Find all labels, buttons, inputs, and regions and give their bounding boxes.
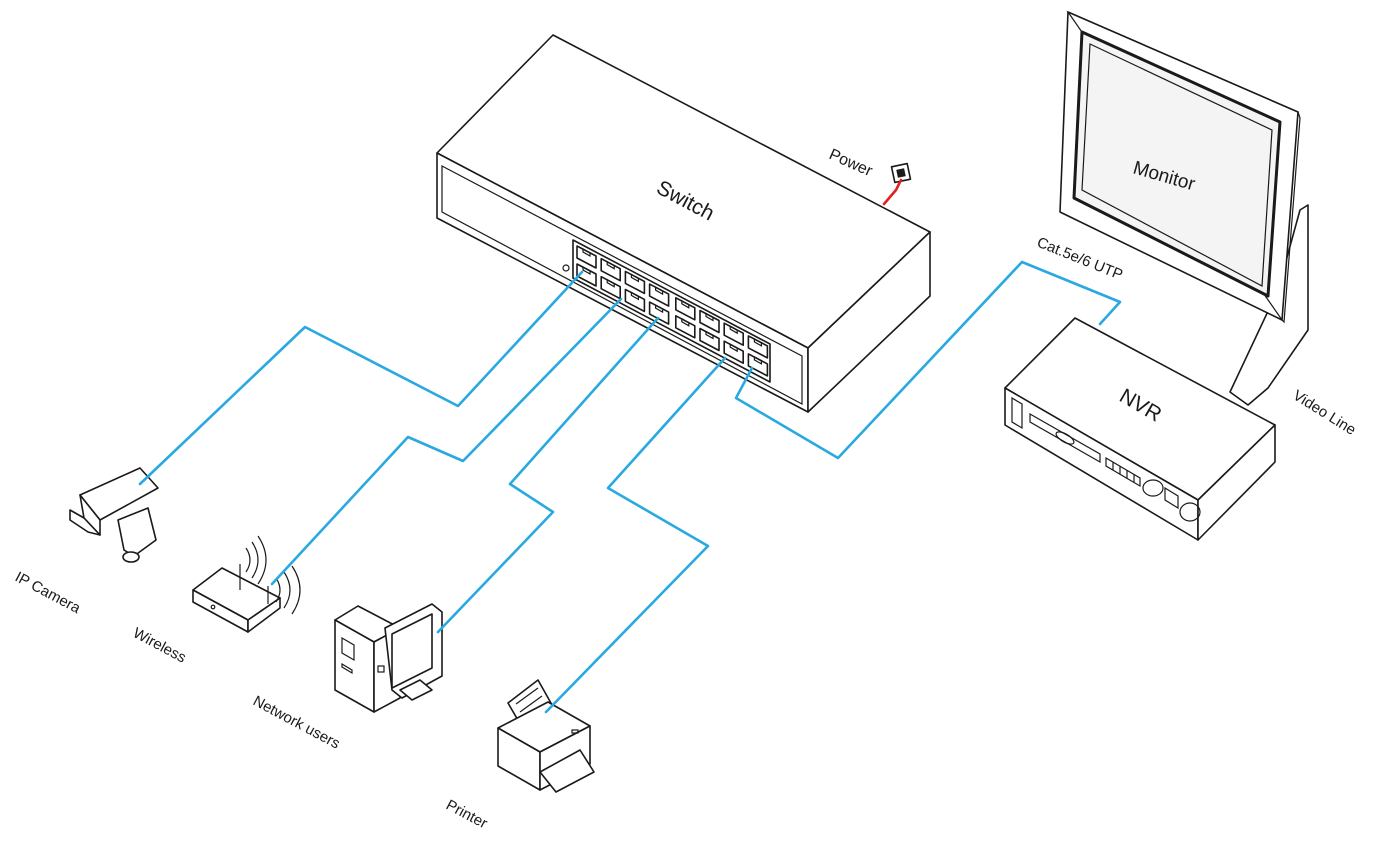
switch-port-tab <box>654 286 664 296</box>
cable-type-label: Cat.5e/6 UTP <box>1035 234 1126 284</box>
printer-icon <box>497 679 595 793</box>
switch-ports <box>576 245 769 377</box>
nvr-recorder-icon <box>1004 317 1276 541</box>
power-cable <box>882 178 903 206</box>
desktop-computer-icon <box>334 603 443 713</box>
switch-port-tab <box>753 355 763 365</box>
power-label: Power <box>826 146 875 180</box>
switch-port-tab <box>582 247 591 258</box>
cable-printer <box>544 356 727 714</box>
monitor-icon <box>1059 10 1309 406</box>
switch-port-tab <box>630 291 640 301</box>
wireless-label: Wireless <box>130 625 189 667</box>
cable-wireless <box>270 297 623 586</box>
switch-port-tab <box>606 260 615 270</box>
switch-port-tab <box>681 299 690 309</box>
switch-port-tab <box>753 337 763 347</box>
switch-port-tab <box>606 278 615 288</box>
cable-ip-camera <box>138 270 584 486</box>
switch-port-tab <box>705 312 714 322</box>
switch-port-tab <box>630 273 640 283</box>
switch-port-tab <box>729 343 738 353</box>
cable-network-users <box>436 316 660 634</box>
switch-port-tab <box>729 325 738 335</box>
switch-port-tab <box>681 317 690 327</box>
switch-port-tab <box>705 330 714 340</box>
network-users-label: Network users <box>250 693 343 753</box>
video-line-label: Video Line <box>1290 387 1359 439</box>
cables <box>138 178 1122 714</box>
printer-label: Printer <box>443 797 490 833</box>
wireless-router-icon <box>192 535 301 633</box>
ip-camera-icon <box>69 467 159 563</box>
ip-camera-label: IP Camera <box>12 569 84 618</box>
switch-port-tab <box>654 304 664 314</box>
cable-nvr <box>734 260 1122 460</box>
power-socket-icon <box>890 162 912 184</box>
switch-port-tab <box>582 265 591 276</box>
network-switch-icon <box>436 34 931 413</box>
